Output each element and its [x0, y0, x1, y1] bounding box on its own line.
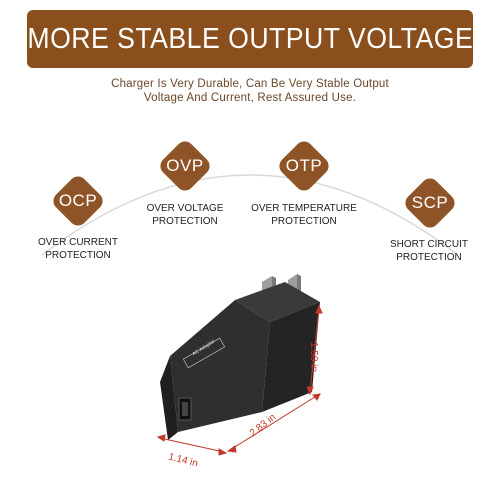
ovp-icon: OVP — [155, 136, 215, 196]
dimension-lines — [156, 304, 323, 456]
ovp-label-line-1: OVER VOLTAGE — [146, 203, 224, 214]
otp-label-line-2: PROTECTION — [271, 216, 337, 227]
scp-label-line-1: SHORT CIRCUIT — [390, 239, 468, 250]
header-banner: MORE STABLE OUTPUT VOLTAGE — [27, 10, 473, 68]
ocp-code: OCP — [58, 191, 98, 210]
certification-marks-icon — [182, 337, 226, 369]
scp-code: SCP — [411, 193, 449, 212]
scp-icon: SCP — [400, 173, 460, 233]
ocp-label: OVER CURRENT PROTECTION — [13, 236, 143, 262]
ovp-label-line-2: PROTECTION — [152, 216, 218, 227]
otp-code: OTP — [285, 156, 323, 175]
page-title: MORE STABLE OUTPUT VOLTAGE — [27, 22, 473, 55]
dimension-height: 1.50 in — [308, 342, 319, 373]
scp-label: SHORT CIRCUIT PROTECTION — [364, 238, 494, 264]
adapter-left-side — [160, 356, 178, 440]
subtitle-line-2: Voltage And Current, Rest Assured Use. — [143, 92, 357, 104]
ovp-code: OVP — [166, 156, 204, 175]
adapter-right-side — [262, 302, 320, 412]
subtitle: Charger Is Very Durable, Can Be Very Sta… — [40, 77, 460, 105]
adapter-front-face — [170, 300, 270, 432]
adapter-plug-face — [235, 282, 320, 322]
ocp-icon: OCP — [48, 171, 108, 231]
otp-label: OVER TEMPERATURE PROTECTION — [239, 202, 369, 228]
otp-icon: OTP — [274, 136, 334, 196]
otp-label-line-1: OVER TEMPERATURE — [251, 203, 357, 214]
ocp-label-line-2: PROTECTION — [45, 250, 111, 261]
ovp-label: OVER VOLTAGE PROTECTION — [120, 202, 250, 228]
ocp-label-line-1: OVER CURRENT — [37, 237, 118, 248]
subtitle-line-1: Charger Is Very Durable, Can Be Very Sta… — [111, 78, 389, 90]
scp-label-line-2: PROTECTION — [396, 252, 462, 263]
